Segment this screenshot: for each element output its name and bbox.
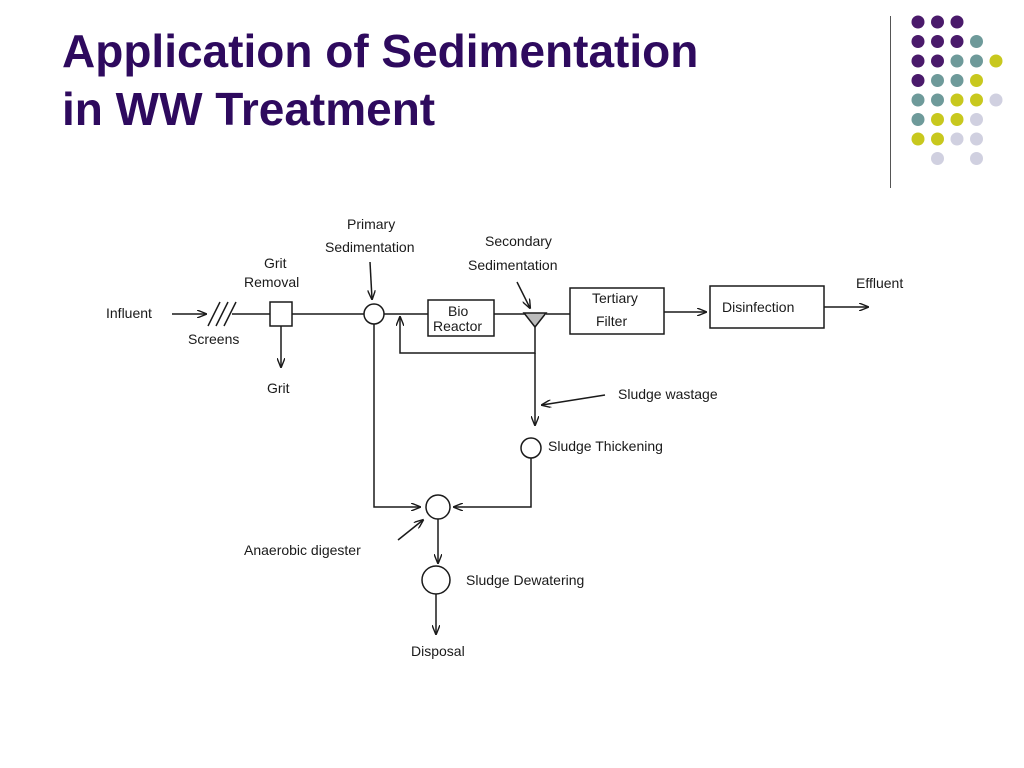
sludge-thickening-node [520, 437, 542, 459]
decorative-dot [989, 93, 1003, 107]
label-tertiary-1: Tertiary [592, 290, 638, 306]
decorative-dot [911, 113, 925, 126]
divider-line [890, 16, 891, 188]
decorative-dot [950, 74, 964, 87]
decorative-dot [950, 15, 964, 29]
decorative-dot [931, 152, 944, 165]
anaerobic-digester-pointer [397, 520, 423, 541]
flow-thickening-to-digester [454, 458, 532, 507]
label-grit-removal-2: Removal [244, 274, 299, 290]
screens-symbol [207, 301, 237, 327]
decorative-dot [970, 132, 983, 146]
decorative-dot-grid [911, 15, 1003, 165]
decorative-dot [911, 54, 925, 68]
sludge-dewatering-node [421, 565, 451, 595]
decorative-dot [931, 113, 944, 126]
decorative-dot [970, 113, 983, 126]
decorative-dot [911, 132, 925, 146]
decorative-dot [911, 15, 925, 29]
decorative-dot [970, 152, 983, 165]
decorative-dot [931, 93, 944, 107]
decorative-dot [911, 35, 925, 48]
primary-sedimentation-node [363, 303, 385, 325]
decorative-dot [950, 93, 964, 107]
sludge-wastage-pointer [542, 394, 606, 405]
decorative-dot [950, 35, 964, 48]
label-tertiary-2: Filter [596, 313, 627, 329]
label-influent: Influent [106, 305, 152, 321]
decorative-dot [931, 35, 944, 48]
flow-primary-sludge-to-digester [373, 324, 420, 507]
decorative-dot [970, 93, 983, 107]
label-screens: Screens [188, 331, 239, 347]
decorative-dot [970, 74, 983, 87]
anaerobic-digester-node [425, 494, 451, 520]
secondary-sedimentation-symbol [522, 312, 548, 329]
label-secondary-1: Secondary [485, 233, 552, 249]
label-disinfection: Disinfection [722, 299, 794, 315]
decorative-dot [931, 15, 944, 29]
title-line-2: in WW Treatment [62, 83, 436, 135]
label-grit-removal-1: Grit [264, 255, 287, 271]
label-bio-2: Reactor [433, 318, 482, 334]
decorative-dot [950, 132, 964, 146]
label-primary-2: Sedimentation [325, 239, 415, 255]
decorative-dot [931, 132, 944, 146]
flow-sludge-return [400, 317, 536, 354]
decorative-dot [989, 54, 1003, 68]
slide-title: Application of Sedimentation in WW Treat… [62, 22, 698, 138]
decorative-dot [950, 113, 964, 126]
decorative-dot [970, 35, 983, 48]
label-sludge-dewatering: Sludge Dewatering [466, 572, 584, 588]
label-disposal: Disposal [411, 643, 465, 659]
tertiary-filter-box [569, 287, 665, 335]
label-primary-1: Primary [347, 216, 395, 232]
secondary-label-pointer [516, 281, 530, 308]
title-line-1: Application of Sedimentation [62, 25, 699, 77]
label-anaerobic-digester: Anaerobic digester [244, 542, 361, 558]
decorative-dot [911, 93, 925, 107]
label-secondary-2: Sedimentation [468, 257, 558, 273]
decorative-dot [970, 54, 983, 68]
decorative-dot [950, 54, 964, 68]
label-effluent: Effluent [856, 275, 903, 291]
label-grit: Grit [267, 380, 290, 396]
label-sludge-wastage: Sludge wastage [618, 386, 718, 402]
decorative-dot [931, 54, 944, 68]
decorative-dot [931, 74, 944, 87]
decorative-dot [911, 74, 925, 87]
label-sludge-thickening: Sludge Thickening [548, 438, 663, 454]
grit-removal-box [269, 301, 293, 327]
primary-label-pointer [370, 261, 372, 299]
bio-reactor-box [427, 299, 495, 337]
label-bio-1: Bio [448, 303, 468, 319]
